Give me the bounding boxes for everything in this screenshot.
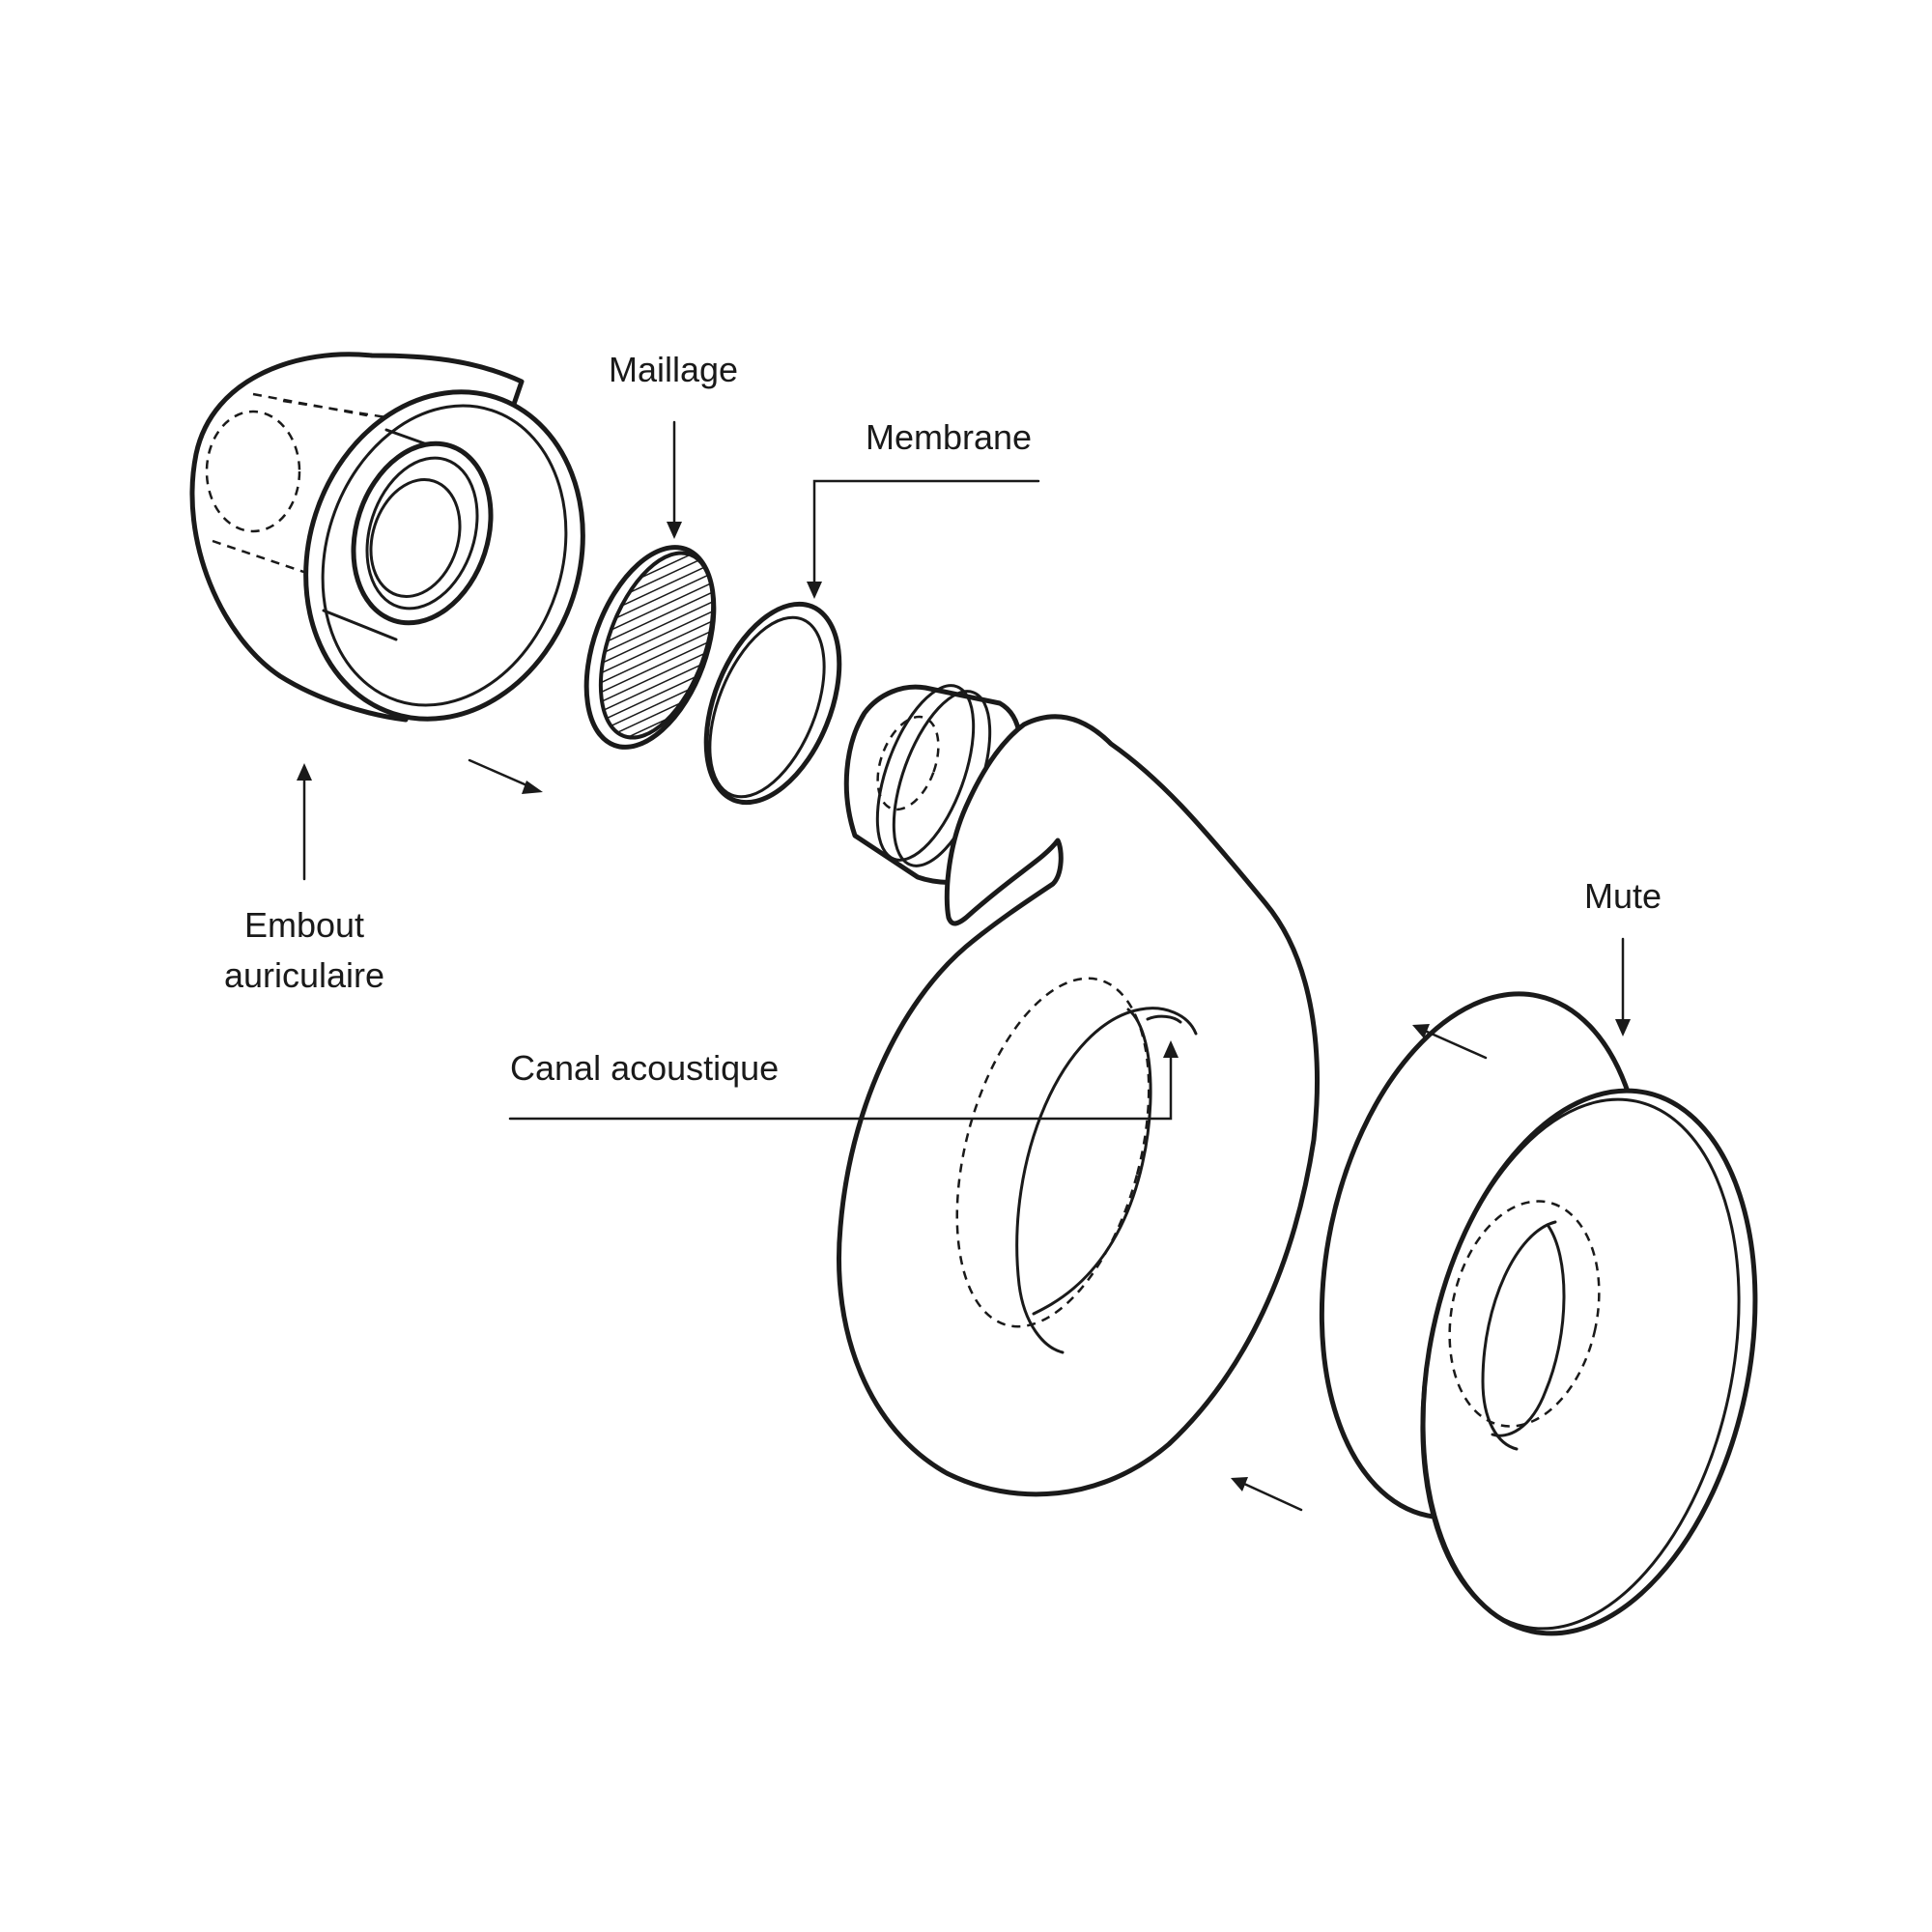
assembly-arrow-2 (1412, 1024, 1488, 1060)
membrane-ring-part (703, 601, 842, 806)
membrane-leader-arrow (807, 479, 1040, 599)
label-canal-acoustique: Canal acoustique (510, 1048, 779, 1088)
label-maillage: Maillage (609, 350, 738, 389)
ear-tip-part (189, 352, 585, 723)
label-membrane: Membrane (866, 417, 1032, 457)
label-embout-line2: auriculaire (224, 955, 384, 995)
earplug-body-part (837, 684, 1320, 1497)
embout-arrow (297, 763, 312, 881)
label-mute: Mute (1584, 876, 1662, 916)
assembly-arrow-1 (468, 758, 543, 794)
mute-arrow (1615, 937, 1631, 1037)
maillage-arrow (667, 420, 682, 539)
mesh-disc-part (583, 545, 717, 750)
assembly-arrow-3 (1231, 1477, 1303, 1512)
label-embout-line1: Embout (244, 905, 364, 945)
mute-part (1319, 991, 1758, 1636)
canal-leader-arrow (508, 1040, 1179, 1121)
